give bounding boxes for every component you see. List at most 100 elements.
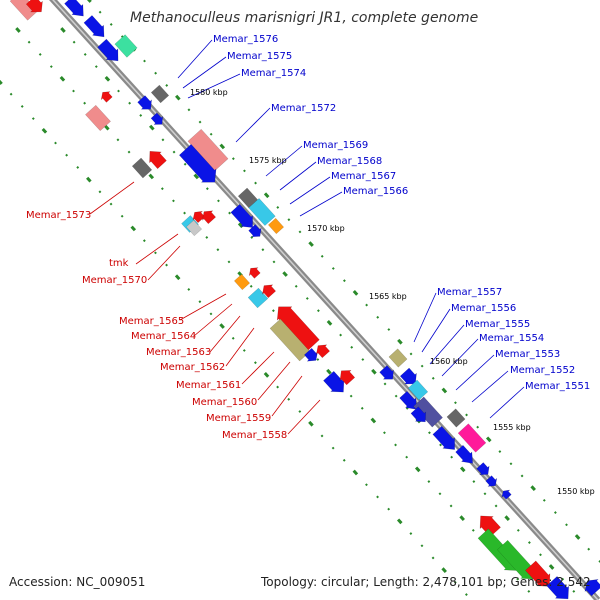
- tick-line-minus-inner: [449, 504, 453, 508]
- tick-line-minus-outer: [41, 127, 48, 134]
- gene-label-minus[interactable]: Memar_1559: [206, 413, 271, 424]
- gene-label-minus[interactable]: tmk: [109, 258, 129, 269]
- gene-feature: [455, 444, 473, 464]
- tick-line-minus-inner: [15, 27, 21, 33]
- gene-feature: [230, 203, 253, 228]
- tick-line-plus-outer: [587, 547, 591, 551]
- tick-line-minus-inner: [72, 89, 75, 93]
- gene-label-minus[interactable]: Memar_1561: [176, 380, 241, 391]
- tick-line-plus-inner: [228, 211, 231, 215]
- gene-label-plus[interactable]: Memar_1572: [271, 103, 336, 114]
- gene-label-plus[interactable]: Memar_1568: [317, 156, 382, 167]
- tick-line-plus-outer: [287, 218, 291, 222]
- gene-feature: [83, 15, 105, 38]
- gene-label-plus[interactable]: Memar_1557: [437, 287, 502, 298]
- tick-line-minus-outer: [0, 79, 3, 85]
- tick-line-plus-inner: [193, 173, 200, 180]
- tick-line-plus-inner: [483, 492, 487, 496]
- tick-line-plus-outer: [143, 59, 146, 63]
- gene-feature: [185, 219, 203, 237]
- leader-line-minus: [241, 351, 275, 385]
- tick-line-minus-inner: [516, 577, 520, 581]
- tick-line-minus-inner: [527, 589, 531, 593]
- gene-feature: [432, 425, 455, 450]
- tick-line-plus-outer: [187, 108, 191, 112]
- gene-label-plus[interactable]: Memar_1554: [479, 333, 544, 344]
- gene-label-plus[interactable]: Memar_1567: [331, 171, 396, 182]
- tick-line-plus-inner: [539, 553, 542, 557]
- tick-line-minus-outer: [242, 349, 246, 352]
- tick-line-plus-inner: [339, 333, 343, 337]
- tick-line-minus-inner: [414, 466, 421, 473]
- gene-label-plus[interactable]: Memar_1552: [510, 365, 575, 376]
- tick-line-plus-inner: [183, 162, 187, 166]
- tick-line-plus-outer: [365, 303, 369, 307]
- gene-feature: [446, 408, 466, 428]
- tick-line-plus-inner: [294, 284, 298, 288]
- gene-feature: [248, 198, 276, 226]
- leader-line-plus: [489, 386, 525, 419]
- tick-line-plus-inner: [472, 480, 476, 483]
- gene-feature: [192, 210, 206, 224]
- tick-line-plus-outer: [420, 364, 424, 368]
- kbp-tick-label: 1575 kbp: [249, 156, 287, 165]
- kbp-tick-label: 1550 kbp: [557, 487, 595, 496]
- tick-line-plus-inner: [250, 236, 254, 239]
- tick-line-minus-inner: [271, 309, 275, 313]
- gene-label-plus[interactable]: Memar_1569: [303, 140, 368, 151]
- gene-label-plus[interactable]: Memar_1576: [213, 34, 278, 45]
- gene-label-minus[interactable]: Memar_1565: [119, 316, 184, 327]
- tick-line-minus-outer: [187, 288, 191, 291]
- gene-label-plus[interactable]: Memar_1575: [227, 51, 292, 62]
- tick-line-plus-outer: [485, 436, 492, 443]
- tick-line-minus-outer: [298, 410, 302, 413]
- gene-feature: [457, 423, 487, 453]
- gene-label-minus[interactable]: Memar_1573: [26, 210, 91, 221]
- gene-label-plus[interactable]: Memar_1551: [525, 381, 590, 392]
- tick-line-minus-inner: [394, 443, 397, 447]
- leader-line-plus: [289, 176, 331, 205]
- gene-feature: [316, 344, 331, 359]
- tick-line-plus-inner: [94, 65, 98, 69]
- gene-label-plus[interactable]: Memar_1553: [495, 349, 560, 360]
- tick-line-plus-outer: [352, 290, 359, 296]
- gene-label-plus[interactable]: Memar_1566: [343, 186, 408, 197]
- gene-label-plus[interactable]: Memar_1574: [241, 68, 306, 79]
- tick-line-minus-inner: [383, 431, 386, 435]
- tick-line-plus-outer: [154, 71, 158, 75]
- gene-label-minus[interactable]: Memar_1558: [222, 430, 287, 441]
- tick-line-minus-inner: [405, 455, 409, 459]
- gene-label-minus[interactable]: Memar_1563: [146, 347, 211, 358]
- tick-line-minus-inner: [349, 394, 353, 398]
- tick-line-plus-inner: [149, 124, 155, 131]
- gene-feature: [476, 462, 490, 476]
- tick-line-plus-inner: [405, 406, 409, 410]
- tick-line-plus-inner: [172, 150, 176, 154]
- tick-line-plus-outer: [342, 279, 346, 283]
- accession-text: Accession: NC_009051: [9, 575, 145, 589]
- leader-line-plus: [187, 73, 241, 99]
- leader-line-plus: [455, 354, 495, 391]
- tick-line-plus-outer: [376, 315, 380, 319]
- kbp-tick-label: 1565 kbp: [369, 292, 407, 301]
- gene-label-minus[interactable]: Memar_1570: [82, 275, 147, 286]
- tick-line-plus-outer: [454, 401, 457, 405]
- gene-label-minus[interactable]: Memar_1562: [160, 362, 225, 373]
- tick-line-plus-inner: [527, 541, 531, 544]
- tick-line-minus-inner: [38, 52, 42, 56]
- gene-label-plus[interactable]: Memar_1555: [465, 319, 530, 330]
- tick-line-minus-outer: [142, 239, 146, 243]
- tick-line-plus-inner: [494, 504, 498, 508]
- tick-line-minus-outer: [20, 104, 24, 108]
- tick-line-plus-outer: [298, 230, 302, 234]
- gene-label-minus[interactable]: Memar_1564: [131, 331, 196, 342]
- gene-feature: [399, 367, 417, 385]
- tick-line-plus-inner: [548, 564, 555, 570]
- gene-label-plus[interactable]: Memar_1556: [451, 303, 516, 314]
- tick-line-plus-outer: [530, 485, 536, 492]
- tick-line-minus-inner: [249, 284, 253, 288]
- tick-line-minus-inner: [370, 417, 377, 424]
- gene-feature: [178, 143, 217, 183]
- tick-line-minus-outer: [387, 507, 391, 511]
- gene-label-minus[interactable]: Memar_1560: [192, 397, 257, 408]
